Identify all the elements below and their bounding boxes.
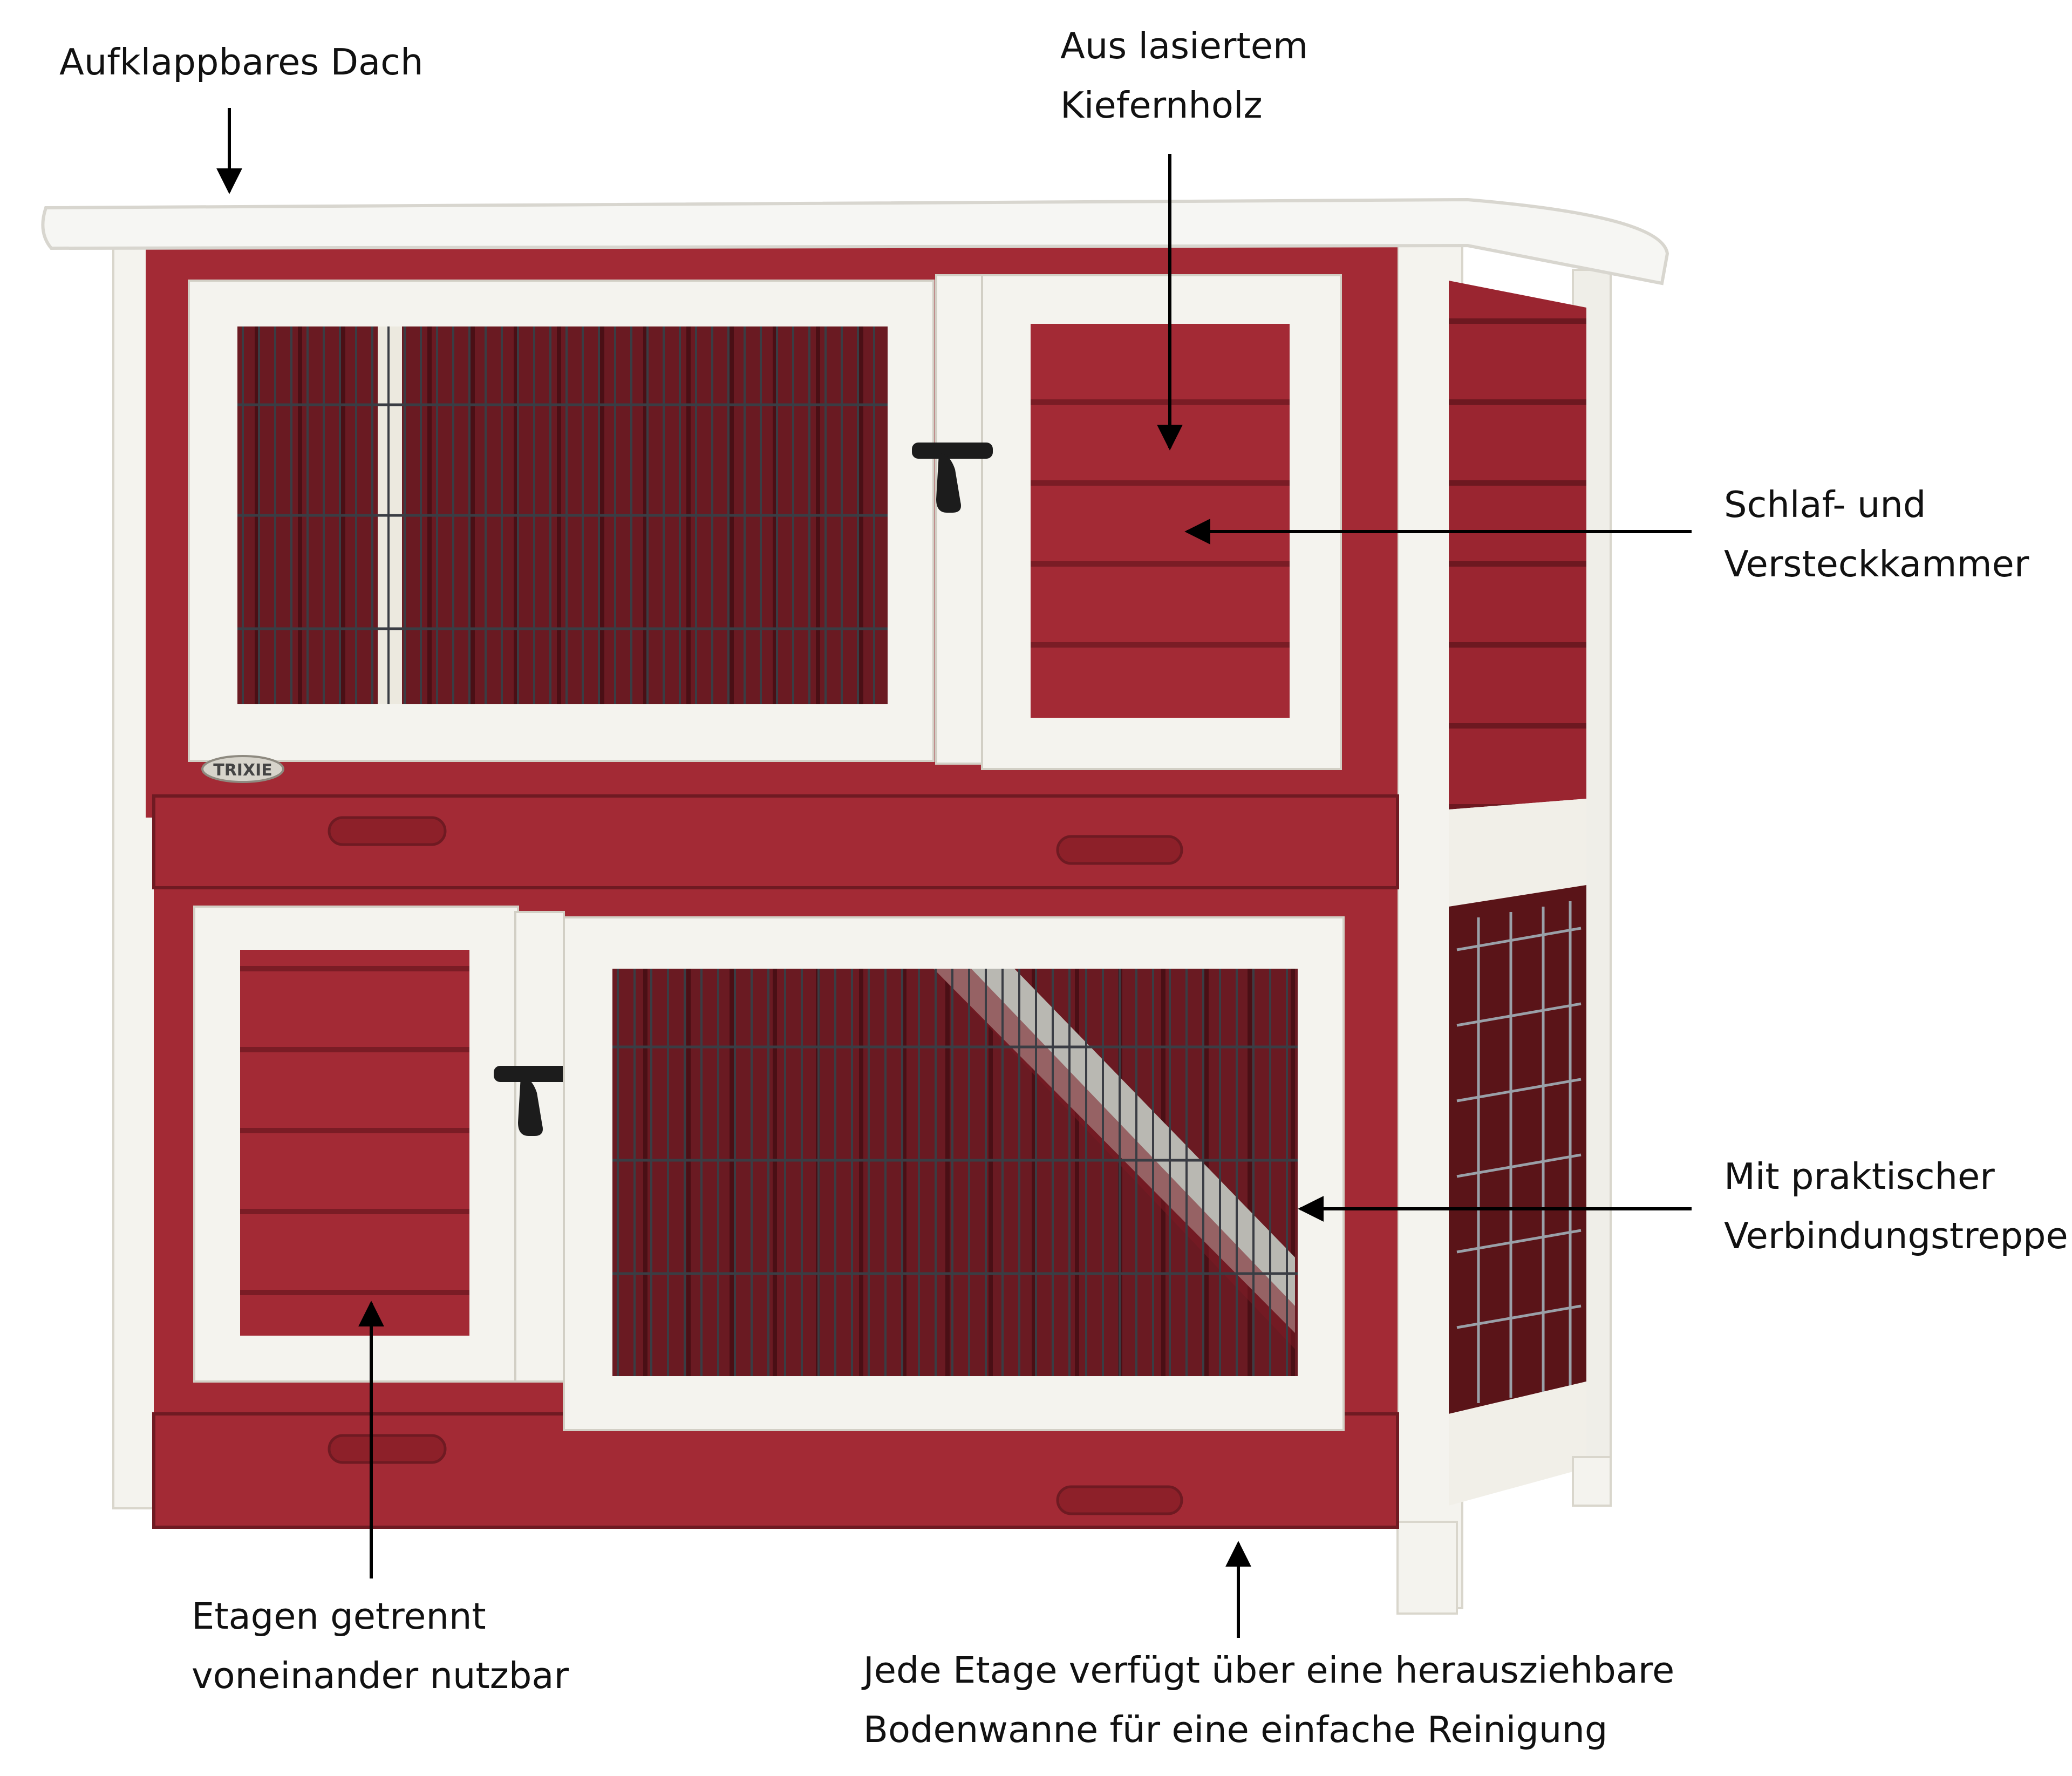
svg-text:TRIXIE: TRIXIE [213,761,272,780]
callout-arrows [216,108,1692,1638]
label-connecting-stairs: Mit praktischer Verbindungstreppe [1724,1155,2068,1257]
hinged-roof [41,198,1669,285]
lower-solid-door [193,906,575,1383]
label-hinged-roof: Aufklappbares Dach [59,41,424,83]
brand-logo: TRIXIE [201,755,284,783]
label-glazed-pine: Aus lasiertem Kiefernholz [1060,25,1308,126]
sleeping-chamber-door [912,274,1342,770]
latch-icon [494,1066,575,1136]
label-sleeping-chamber: Schlaf- und Versteckkammer [1724,484,2029,585]
upper-drawer-tray [152,794,1399,889]
lower-mesh-door [563,916,1345,1431]
hutch-side [1396,242,1612,1609]
upper-mesh-door [188,280,935,762]
lower-drawer-tray [152,1412,1399,1529]
latch-icon [912,443,993,513]
label-separate-levels: Etagen getrennt voneinander nutzbar [192,1595,569,1697]
label-pull-out-tray: Jede Etage verfügt über eine herausziehb… [863,1649,1675,1751]
